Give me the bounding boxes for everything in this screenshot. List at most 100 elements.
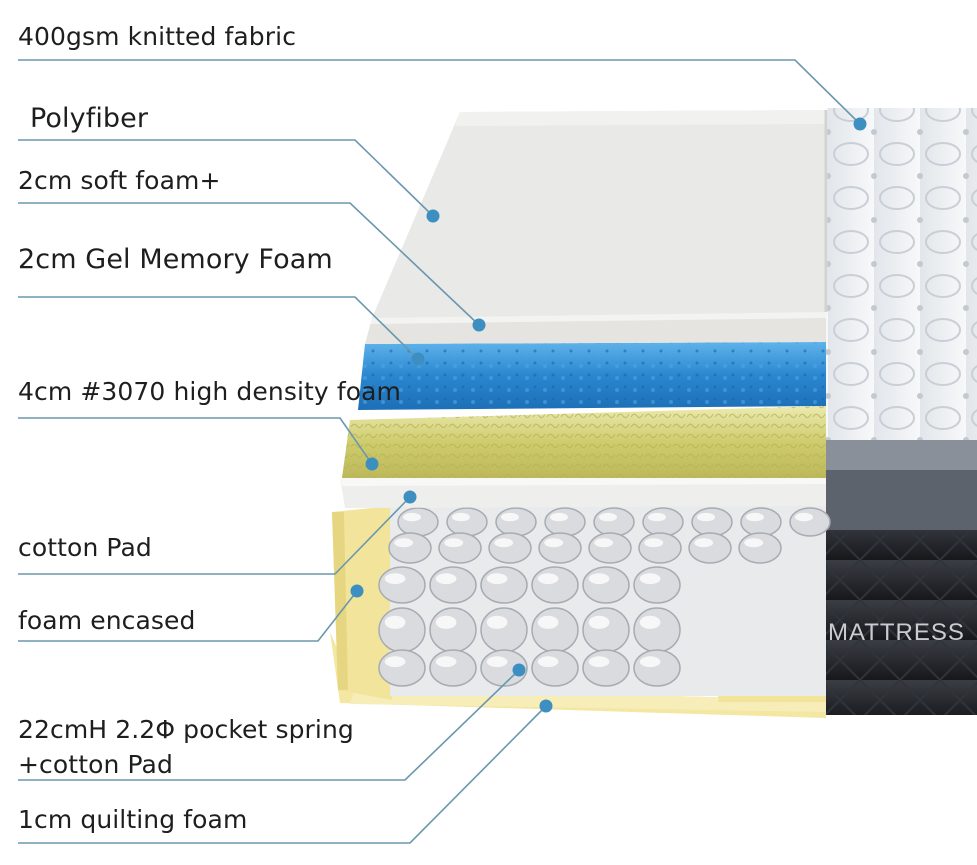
spring-coil [488,532,532,564]
spring-highlight [648,512,666,522]
leader-foam-encased-dot [350,584,364,598]
spring-highlight [644,538,664,548]
spring-coil [531,566,579,604]
spring-coil [638,532,682,564]
spring-coil [429,607,477,653]
spring-coil [582,607,630,653]
spring-highlight [486,656,508,668]
spring-highlight [746,512,764,522]
spring-coil [582,649,630,687]
spring-highlight [435,573,457,585]
spring-coil [544,507,586,537]
label-pocket-spring-line2: +cotton Pad [18,750,173,779]
spring-coil [429,649,477,687]
spring-highlight [537,573,559,585]
spring-coil [446,507,488,537]
spring-coil [633,607,681,653]
spring-highlight [639,656,661,668]
label-quilting-foam: 1cm quilting foam [18,805,248,834]
leader-soft-foam [18,202,480,326]
spring-coil [740,507,782,537]
label-soft-foam: 2cm soft foam+ [18,166,221,195]
spring-highlight [452,512,470,522]
spring-highlight [588,656,610,668]
spring-coil [688,532,732,564]
leader-high-density-foam-dot [365,457,379,471]
spring-highlight [384,573,406,585]
spring-highlight [435,656,457,668]
spring-highlight [384,656,406,668]
leader-quilting-foam-dot [539,699,553,713]
label-high-density-foam: 4cm #3070 high density foam [18,377,401,406]
label-polyfiber: Polyfiber [30,103,149,134]
leader-polyfiber-dot [426,209,440,223]
spring-coil [480,607,528,653]
spring-coil [633,566,681,604]
spring-highlight [384,615,406,629]
polyfiber-layer [372,110,828,318]
spring-coil [593,507,635,537]
leader-gel-memory-foam-dot [411,352,425,366]
pocket-spring-unit [378,506,831,696]
spring-coil [438,532,482,564]
leader-lines [18,59,867,844]
leader-knitted-fabric-dot [853,117,867,131]
spring-coil [789,507,831,537]
spring-highlight [501,512,519,522]
label-knitted-fabric: 400gsm knitted fabric [18,22,297,51]
leader-quilting-foam [18,705,547,844]
leader-pocket-spring-dot [512,663,526,677]
spring-coil [691,507,733,537]
spring-highlight [403,512,421,522]
leader-high-density-foam [18,417,373,465]
leader-polyfiber [18,139,434,217]
spring-coil [588,532,632,564]
spring-highlight [588,615,610,629]
leader-foam-encased [18,590,358,642]
spring-coil [531,649,579,687]
leader-gel-memory-foam [18,296,419,360]
spring-highlight [537,656,559,668]
spring-coil [738,532,782,564]
label-pocket-spring-line1: 22cmH 2.2Φ pocket spring [18,715,354,744]
cotton-pad-top [340,478,826,508]
spring-coil [397,507,439,537]
brand-text: MATTRESS [828,619,965,646]
spring-highlight [435,615,457,629]
label-gel-memory-foam: 2cm Gel Memory Foam [18,244,333,275]
knitted-fabric-side: MATTRESS [826,108,977,715]
leader-cotton-pad [18,496,411,575]
spring-coil [531,607,579,653]
leader-knitted-fabric [18,59,861,125]
leader-soft-foam-dot [472,318,486,332]
spring-coil [378,649,426,687]
spring-highlight [594,538,614,548]
spring-coil [495,507,537,537]
high-density-foam-layer [342,406,826,478]
spring-coil [642,507,684,537]
label-pocket-spring: 22cmH 2.2Φ pocket spring +cotton Pad [18,712,354,782]
spring-coil [633,649,681,687]
spring-coil [538,532,582,564]
spring-highlight [486,573,508,585]
spring-coil [429,566,477,604]
spring-highlight [795,512,813,522]
spring-highlight [544,538,564,548]
spring-highlight [394,538,414,548]
spring-highlight [550,512,568,522]
spring-coil [480,566,528,604]
leader-cotton-pad-dot [403,490,417,504]
spring-highlight [744,538,764,548]
spring-highlight [494,538,514,548]
leader-pocket-spring [18,669,520,781]
spring-highlight [599,512,617,522]
spring-coil [378,607,426,653]
spring-highlight [588,573,610,585]
spring-highlight [444,538,464,548]
label-cotton-pad: cotton Pad [18,533,152,562]
spring-highlight [697,512,715,522]
spring-coil [378,566,426,604]
spring-highlight [639,615,661,629]
